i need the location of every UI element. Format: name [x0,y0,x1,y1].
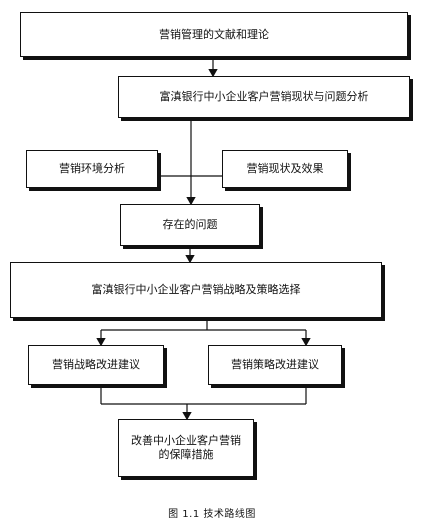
node-literature-theory: 营销管理的文献和理论 [20,12,408,57]
node-status-effect-label: 营销现状及效果 [246,162,324,175]
node-strategic-suggestions: 营销战略改进建议 [28,345,164,385]
node-problems-label: 存在的问题 [162,218,218,231]
node-safeguards-label-line1: 改善中小企业客户营销 [131,434,241,447]
node-environment-analysis-label: 营销环境分析 [59,162,125,175]
node-status-analysis: 富滇银行中小企业客户营销现状与问题分析 [118,76,410,118]
node-literature-theory-label: 营销管理的文献和理论 [159,27,269,41]
node-strategic-suggestions-label: 营销战略改进建议 [52,358,140,371]
node-strategy-selection: 富滇银行中小企业客户营销战略及策略选择 [10,262,382,318]
node-safeguards: 改善中小企业客户营销 的保障措施 [118,419,254,477]
node-environment-analysis: 营销环境分析 [26,150,158,188]
node-tactical-suggestions: 营销策略改进建议 [208,345,342,385]
node-safeguards-label-line2: 的保障措施 [158,448,214,461]
node-problems: 存在的问题 [120,204,260,246]
figure-caption: 图 1.1 技术路线图 [168,509,256,520]
node-status-effect: 营销现状及效果 [222,150,348,188]
node-status-analysis-label: 富滇银行中小企业客户营销现状与问题分析 [159,90,369,103]
node-tactical-suggestions-label: 营销策略改进建议 [231,358,319,371]
node-strategy-selection-label: 富滇银行中小企业客户营销战略及策略选择 [91,283,301,296]
